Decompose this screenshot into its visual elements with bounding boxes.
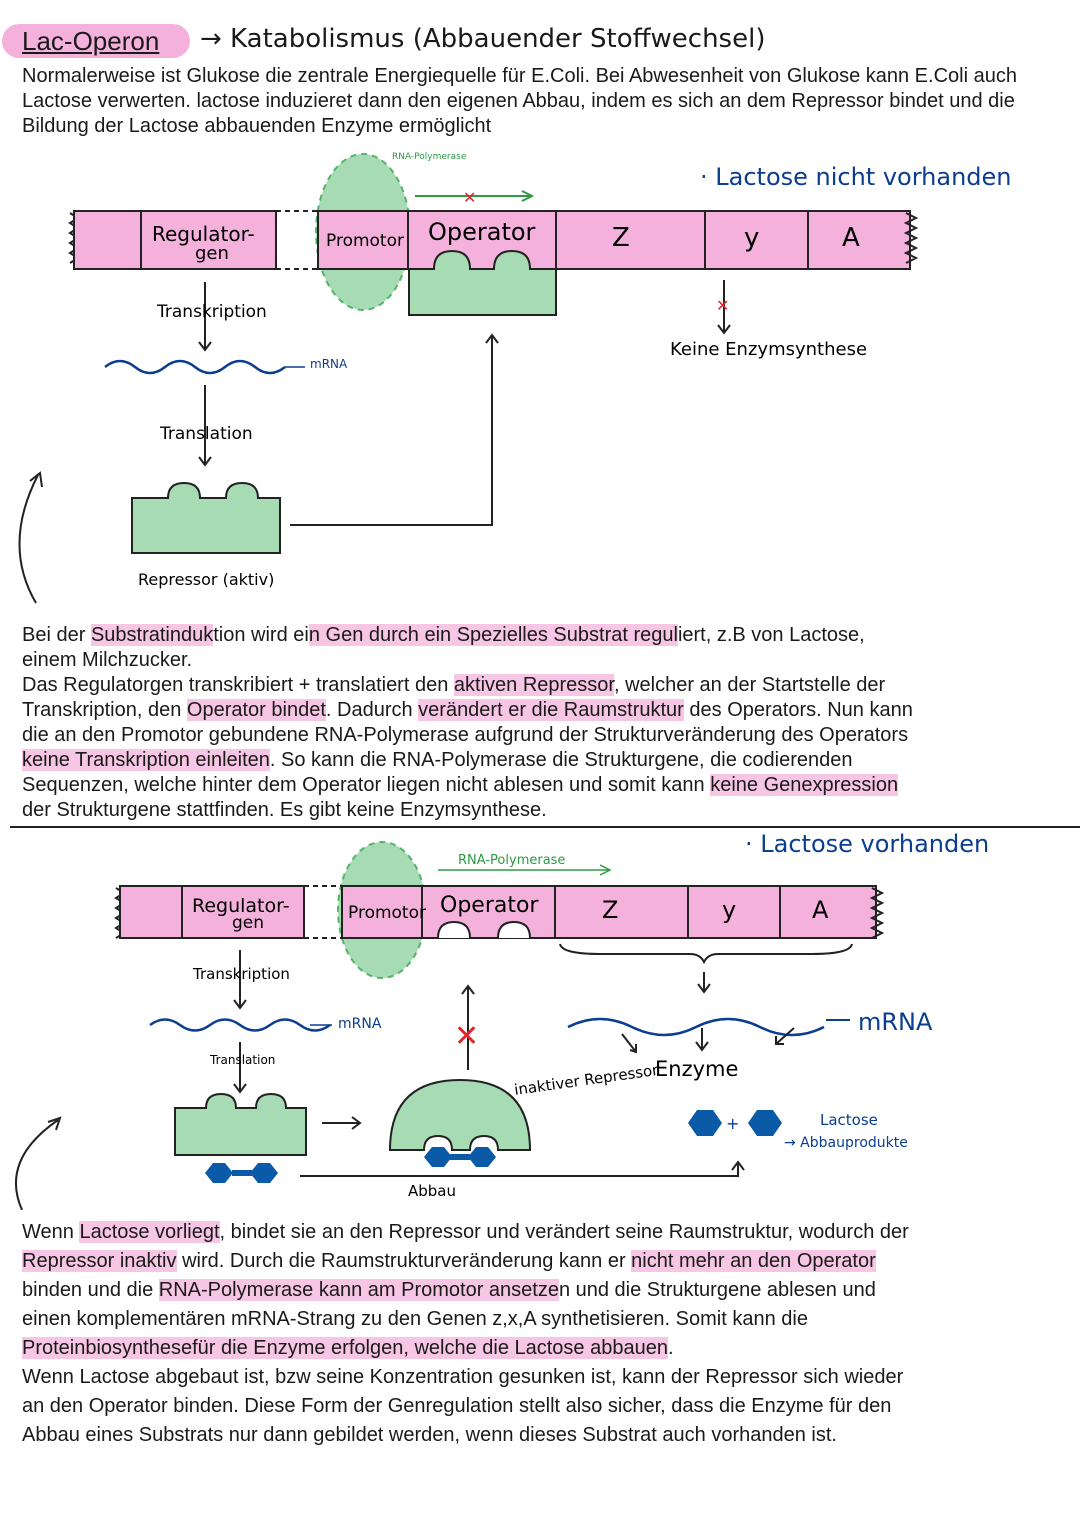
heading-lactose-absent: · Lactose nicht vorhanden [700,163,1012,191]
gene-a: A [812,896,829,924]
lactose-molecule [205,1163,278,1183]
gene-operator: Operator [440,893,539,918]
dna-right-squiggle [869,887,885,939]
label-abbau: Abbau [408,1182,456,1200]
gene-operator: Operator [428,218,536,246]
inactive-repressor [388,1078,532,1151]
repressor-active [131,481,281,554]
label-repressor-active: Repressor (aktiv) [138,570,274,589]
mrna-wave-right [567,1017,825,1037]
label-translation: Translation [159,424,253,444]
diagram-lactose-present: RNA-Polymerase · Lactose vorhanden Regul… [14,830,989,1210]
gene-y: y [744,223,759,253]
gene-promotor: Promotor [348,903,426,923]
cycle-arrow-icon [14,1119,59,1210]
label-no-enzyme-synthesis: Keine Enzymsynthese [670,339,867,360]
gene-z: Z [612,223,630,253]
gene-promotor: Promotor [326,231,404,251]
cross-icon: ✕ [716,296,729,315]
cross-icon: ✕ [463,188,476,207]
cycle-arrow-icon [18,474,39,604]
rna-polymerase-label: RNA-Polymerase [458,853,565,868]
label-enzyme: Enzyme [655,1057,738,1081]
label-plus: + [726,1114,739,1133]
gene-regulator: Regulator- [192,895,290,917]
label-mrna: mRNA [310,357,348,371]
gene-a: A [842,223,860,253]
mrna-wave [149,1018,331,1032]
label-transkription: Transkription [156,302,267,322]
cross-icon: ✕ [454,1019,479,1054]
gene-regulator-2: gen [195,243,229,264]
gene-regulator-2: gen [232,913,264,933]
heading-lactose-present: · Lactose vorhanden [745,830,989,858]
gene-brace [559,943,853,965]
label-transkription: Transkription [192,965,290,983]
section-divider [10,826,1080,828]
bound-repressor [408,249,557,316]
page-subtitle: → Katabolismus (Abbauender Stoffwechsel) [200,24,766,54]
product-hexagon [688,1110,722,1136]
gene-y: y [722,896,736,924]
dna-right-squiggle [903,212,919,264]
gene-z: Z [602,896,618,924]
label-mrna-left: mRNA [338,1016,382,1032]
intro-paragraph: Normalerweise ist Glukose die zentrale E… [22,65,1017,137]
label-lactose: Lactose [820,1111,878,1129]
label-mrna-right: mRNA [858,1008,933,1036]
label-translation: Translation [209,1053,275,1067]
label-abbauprodukte: → Abbauprodukte [784,1135,908,1151]
repressor-with-lactose [174,1092,307,1156]
diagram-lactose-absent: RNA-Polymerase ✕ · Lactose nicht vorhand… [18,152,1012,604]
product-hexagon [748,1110,782,1136]
page-title: Lac-Operon [22,26,160,56]
paragraph-substratinduktion: Bei der Substratinduktion wird ein Gen d… [22,624,913,821]
label-inactive-repressor: inaktiver Repressor [513,1061,660,1099]
paragraph-lactose-present: Wenn Lactose vorliegt, bindet sie an den… [22,1221,909,1446]
gene-regulator: Regulator- [152,222,255,246]
lactose-molecule [424,1147,496,1167]
rna-polymerase-label: RNA-Polymerase [392,152,467,162]
title-highlight [2,24,190,58]
mrna-wave [104,359,286,375]
